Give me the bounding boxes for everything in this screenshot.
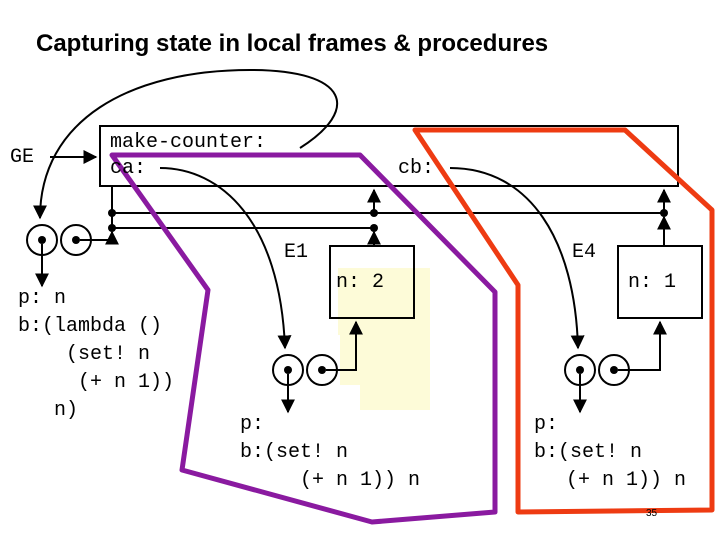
frame-e4 [617, 245, 703, 319]
procedure-3-body-line: (+ n 1)) n [566, 469, 687, 492]
procedure-2-params: p: [240, 413, 265, 436]
ca-arrow [159, 167, 292, 350]
purple-highlight-outline [109, 152, 498, 525]
procedure-1-params: p: n [18, 287, 67, 310]
frame-e1-label: E1 [284, 241, 309, 264]
page-number: 35 [646, 508, 658, 519]
binding-cb: cb: [398, 157, 435, 180]
procedure-3-params: p: [534, 413, 559, 436]
procedure-object-cb [564, 320, 667, 414]
procedure-1-body-line: (set! n [66, 343, 151, 366]
procedure-2-body-line: (+ n 1)) n [300, 469, 421, 492]
procedure-1-body-line: (+ n 1)) [78, 371, 175, 394]
procedure-object-make-counter [26, 224, 119, 288]
procedure-3-body-line: b:(set! n [534, 441, 643, 464]
frame-e4-binding: n: 1 [628, 271, 677, 294]
binding-make-counter: make-counter: [110, 131, 267, 154]
procedure-1-body-line: b:(lambda () [18, 315, 163, 338]
procedure-2-body-line: b:(set! n [240, 441, 349, 464]
cb-arrow [449, 167, 585, 350]
slide-title: Capturing state in local frames & proced… [36, 30, 549, 57]
ge-label: GE [10, 146, 35, 169]
procedure-1-body-line: n) [54, 399, 79, 422]
frame-e4-label: E4 [572, 241, 597, 264]
frame-e1 [329, 245, 415, 319]
procedure-object-ca [272, 320, 363, 414]
frame-e1-binding: n: 2 [336, 271, 385, 294]
highlight-area [338, 268, 430, 410]
make-counter-arrow [33, 68, 339, 220]
orange-highlight-outline [412, 127, 715, 515]
binding-ca: ca: [110, 157, 147, 180]
